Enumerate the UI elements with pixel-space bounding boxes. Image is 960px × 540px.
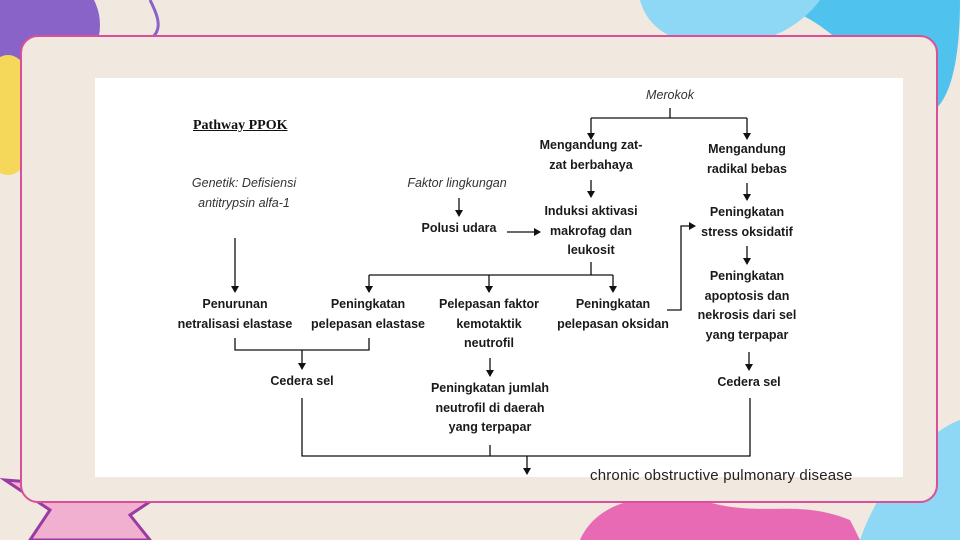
node-line: Pelepasan faktor: [438, 297, 540, 311]
slide-caption: chronic obstructive pulmonary disease: [590, 467, 853, 484]
node-genetik: Genetik: Defisiensi antitrypsin alfa-1: [192, 174, 296, 213]
node-line: Peningkatan: [330, 297, 406, 311]
node-cedera-sel-right: Cedera sel: [717, 373, 780, 393]
node-line: pelepasan elastase: [311, 316, 425, 331]
diagram-title: Pathway PPOK: [193, 118, 288, 133]
node-pelepasan-oksidan: Peningkatan pelepasan oksidan: [557, 295, 669, 334]
node-stress-oksidatif: Peningkatan stress oksidatif: [701, 203, 793, 242]
node-line: yang terpapar: [705, 327, 789, 342]
node-line: stress oksidatif: [701, 224, 793, 239]
node-merokok: Merokok: [646, 86, 694, 106]
node-line: Mengandung zat-: [539, 138, 643, 152]
diagram-image: [95, 78, 903, 477]
node-line: radikal bebas: [707, 161, 787, 176]
node-line: Peningkatan: [709, 269, 785, 283]
node-line: Cedera sel: [717, 375, 781, 389]
node-line: neutrofil di daerah: [435, 400, 545, 415]
node-line: Peningkatan: [709, 205, 785, 219]
node-apoptosis: Peningkatan apoptosis dan nekrosis dari se…: [698, 267, 797, 345]
node-line: Peningkatan jumlah: [430, 381, 550, 395]
node-faktor-lingkungan: Faktor lingkungan: [407, 174, 506, 194]
arrow: [667, 222, 696, 311]
node-line: pelepasan oksidan: [557, 316, 669, 331]
node-line: makrofag dan: [550, 223, 632, 238]
node-induksi: Induksi aktivasi makrofag dan leukosit: [544, 202, 637, 261]
node-line: Merokok: [646, 88, 694, 102]
node-line: leukosit: [567, 243, 615, 257]
node-line: zat berbahaya: [549, 157, 633, 172]
node-line: Genetik: Defisiensi: [191, 176, 297, 190]
node-line: Mengandung: [708, 142, 786, 156]
pink-blob: [580, 497, 860, 540]
node-line: apoptosis dan: [704, 288, 790, 303]
node-line: Peningkatan: [575, 297, 651, 311]
node-line: Induksi aktivasi: [544, 204, 638, 218]
node-penurunan: Penurunan netralisasi elastase: [178, 295, 293, 334]
node-line: Polusi udara: [421, 221, 497, 235]
node-jumlah-neutrofil: Peningkatan jumlah neutrofil di daerah yan…: [431, 379, 549, 438]
node-line: antitrypsin alfa-1: [198, 195, 290, 210]
node-line: netralisasi elastase: [177, 316, 293, 331]
node-line: yang terpapar: [448, 420, 532, 434]
node-line: nekrosis dari sel: [697, 308, 797, 322]
node-kemotaktik: Pelepasan faktor kemotaktik neutrofil: [439, 295, 539, 354]
node-radikal-bebas: Mengandung radikal bebas: [707, 140, 787, 179]
node-cedera-sel-left: Cedera sel: [270, 372, 333, 392]
node-line: Penurunan: [202, 297, 268, 311]
node-pelepasan-elastase: Peningkatan pelepasan elastase: [311, 295, 425, 334]
node-line: kemotaktik: [456, 316, 522, 331]
node-line: Faktor lingkungan: [407, 176, 507, 190]
light-blue-blob: [640, 0, 820, 46]
node-polusi-udara: Polusi udara: [421, 219, 496, 239]
node-line: Cedera sel: [270, 374, 334, 388]
node-zat-berbahaya: Mengandung zat-zat berbahaya: [540, 136, 643, 175]
node-line: neutrofil: [463, 336, 514, 350]
